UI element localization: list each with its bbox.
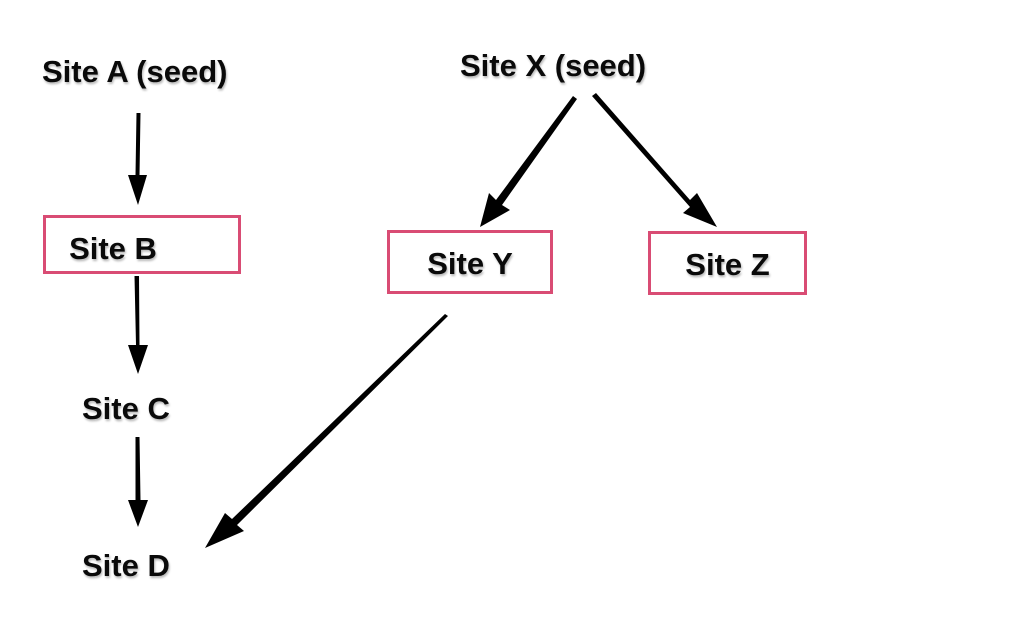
node-site-z: Site Z	[685, 247, 770, 282]
arrow-site-c-to-site-d	[128, 437, 148, 527]
arrow-site-y-to-site-d	[205, 314, 448, 548]
arrow-site-a-to-site-b	[128, 113, 147, 205]
node-site-d: Site D	[82, 548, 170, 583]
arrow-site-b-to-site-c	[128, 276, 148, 374]
node-site-y-box: Site Y	[387, 230, 553, 294]
node-site-y: Site Y	[427, 246, 513, 281]
node-site-x: Site X (seed)	[460, 48, 647, 83]
arrow-site-x-to-site-y	[480, 96, 577, 227]
node-site-c: Site C	[82, 391, 170, 426]
node-site-a: Site A (seed)	[42, 54, 228, 89]
node-site-z-box: Site Z	[648, 231, 807, 295]
node-site-b-box: Site B	[43, 215, 241, 274]
node-site-b: Site B	[69, 231, 157, 266]
arrow-site-x-to-site-z	[592, 93, 717, 227]
